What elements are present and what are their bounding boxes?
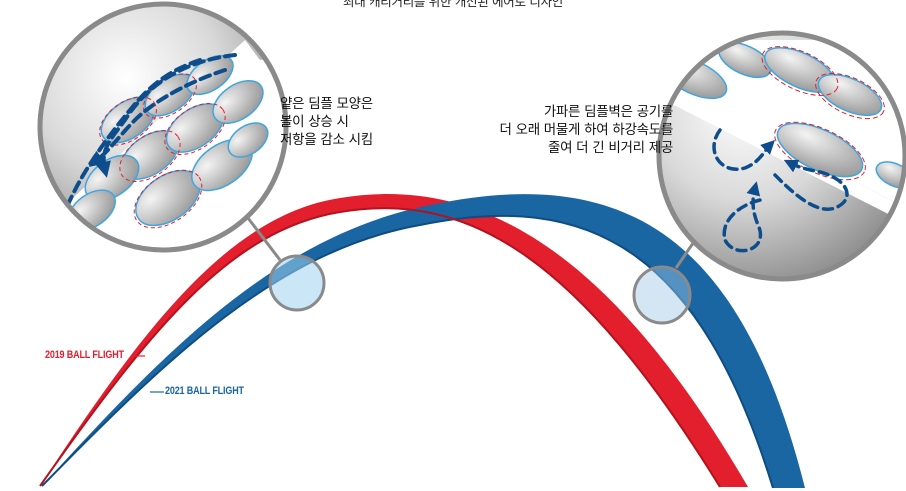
flight-2019-edge [39,207,721,488]
zoom-ball-right [656,30,906,282]
flight-2021-label: 2021 BALL FLIGHT [165,385,244,397]
lens-marker-ascent [268,254,326,312]
flight-2021-edge [41,214,774,489]
lens-marker-descent [632,265,692,325]
left-callout-text: 얕은 딤플 모양은 볼이 상승 시 저항을 감소 시킴 [280,96,373,148]
connector-left [246,217,282,261]
zoom-ball-left [37,1,289,253]
right-callout-text: 가파른 딤플벽은 공기를 더 오래 머물게 하여 하강속도를 줄여 더 긴 비거… [499,104,673,156]
flight-2019-label: 2019 BALL FLIGHT [45,349,124,361]
flight-2019-arc [40,194,748,487]
top-caption: 최대 캐리거리를 위한 개선된 에어로 디자인 [343,0,563,9]
